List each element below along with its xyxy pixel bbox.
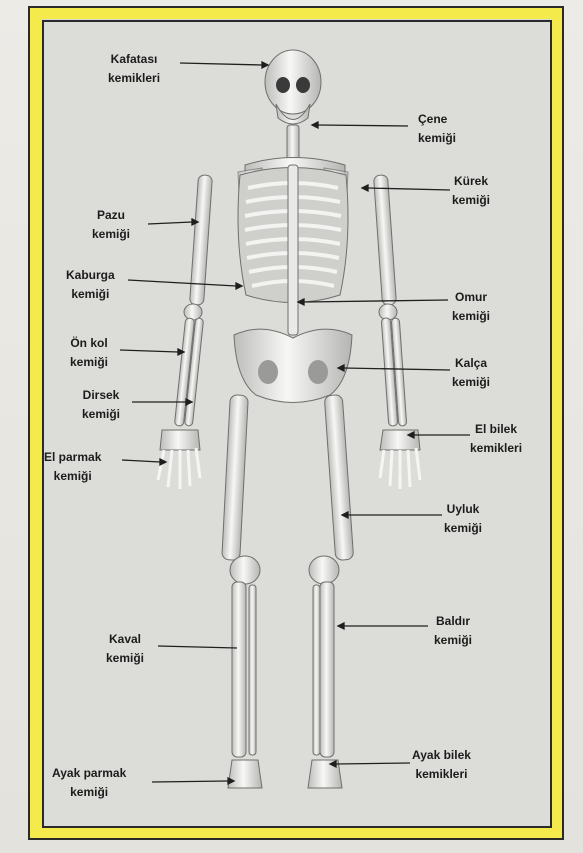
finger-bones: [158, 448, 420, 489]
skeleton: [160, 50, 420, 788]
skull: [265, 50, 321, 114]
